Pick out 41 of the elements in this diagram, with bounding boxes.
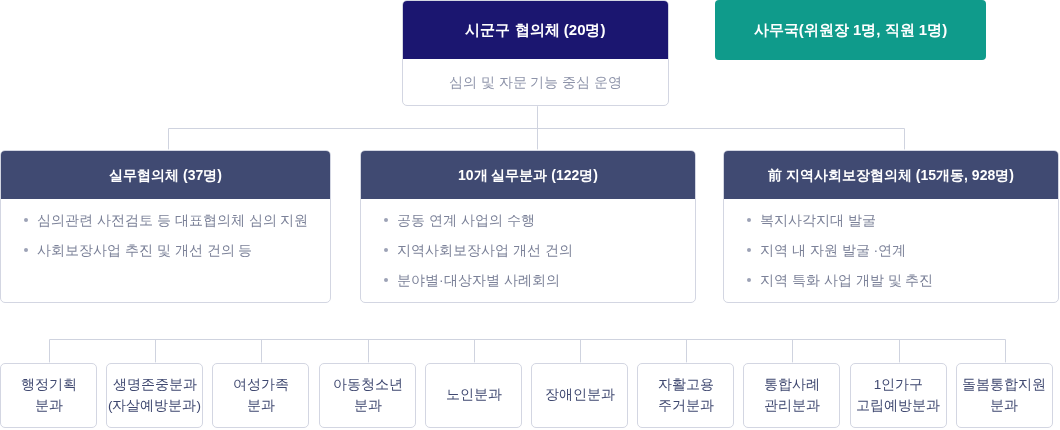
bullet-item: 지역사회보장사업 개선 건의 [384, 241, 573, 259]
connector-line [474, 339, 528, 363]
division-label: 행정기획 분과 [19, 376, 78, 415]
bullet-item: 복지사각지대 발굴 [747, 211, 876, 229]
card-title: 시군구 협의체 (20명) [465, 20, 606, 40]
org-card [360, 150, 696, 303]
division-label: 장애인분과 [544, 386, 615, 405]
division-label: 노인분과 [445, 386, 502, 405]
bullet-item: 공동 연계 사업의 수행 [384, 211, 535, 229]
description-text: 심의 및 자문 기능 중심 운영 [448, 72, 623, 92]
bullet-item: 지역 내 자원 발굴 ·연계 [747, 241, 907, 259]
card-title: 10개 실무분과 (122명) [457, 165, 598, 185]
division-box [425, 363, 522, 428]
division-box [956, 363, 1053, 428]
division-box [850, 363, 947, 428]
bullet-item: 분야별·대상자별 사례회의 [384, 271, 560, 289]
bullet-item: 사회보장사업 추진 및 개선 건의 등 [24, 241, 253, 259]
division-box [106, 363, 203, 428]
division-label: 1인가구 고립예방분과 [855, 376, 942, 415]
division-label: 여성가족 분과 [231, 376, 290, 415]
division-box [637, 363, 734, 428]
division-box [0, 363, 97, 428]
org-card [723, 150, 1059, 303]
bullet-item: 심의관련 사전검토 등 대표협의체 심의 지원 [24, 211, 309, 229]
division-box [531, 363, 628, 428]
division-label: 자활고용 주거분과 [656, 376, 715, 415]
card-title: 실무협의체 (37명) [109, 165, 222, 185]
division-box [319, 363, 416, 428]
division-label: 통합사례 관리분과 [762, 376, 821, 415]
org-card [0, 150, 331, 303]
org-card [402, 0, 669, 106]
connector-line [526, 339, 1006, 363]
division-box [212, 363, 309, 428]
box-label: 사무국(위원장 1명, 직원 1명) [753, 20, 948, 40]
bullet-item: 지역 특화 사업 개발 및 추진 [747, 271, 934, 289]
office-box [715, 0, 986, 60]
division-label: 돌봄통합지원 분과 [961, 376, 1048, 415]
division-label: 생명존중분과 (자살예방분과) [107, 376, 202, 415]
division-box [743, 363, 840, 428]
card-title: 前 지역사회보장협의체 (15개동, 928명) [768, 165, 1014, 185]
division-label: 아동청소년 분과 [331, 376, 404, 415]
